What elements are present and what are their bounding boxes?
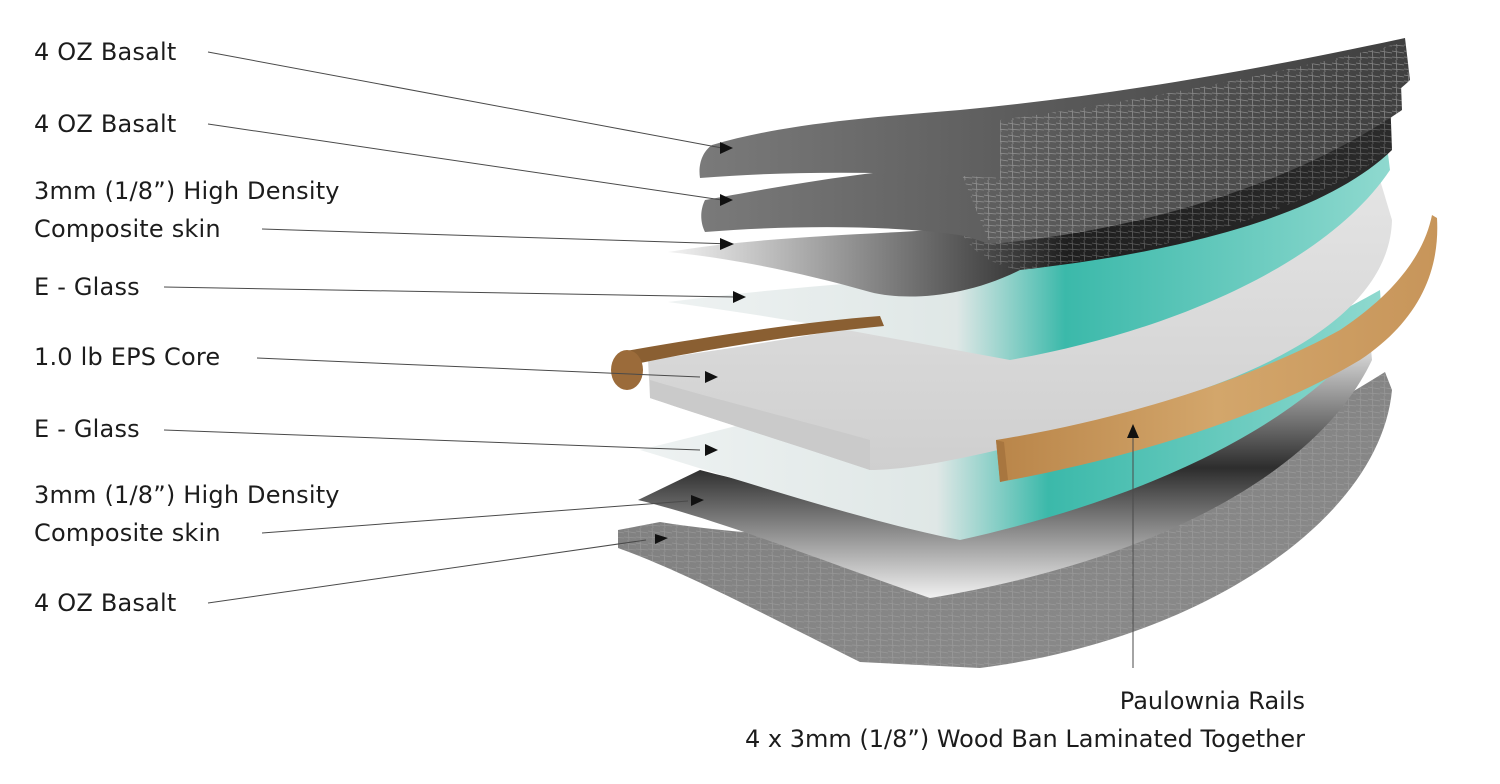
layer-eglass-top: [668, 130, 1390, 360]
layer-eglass-bottom: [640, 290, 1382, 540]
leader-skin-bottom: [261, 500, 689, 534]
leader-eglass-bottom: [163, 429, 701, 451]
arrow-icon: [705, 444, 718, 456]
arrow-icon: [705, 371, 718, 383]
leader-skin-top: [261, 228, 733, 245]
arrow-icon: [720, 142, 733, 154]
leader-basalt-top-2: [207, 123, 723, 201]
arrow-icon: [720, 194, 733, 206]
rail-left-segment: [620, 316, 884, 366]
rail-left-end: [611, 350, 643, 390]
label-basalt-top-2: 4 OZ Basalt: [34, 110, 177, 138]
label-basalt-bottom: 4 OZ Basalt: [34, 589, 177, 617]
label-eps-core: 1.0 lb EPS Core: [34, 343, 221, 371]
layer-skin-top: [668, 95, 1392, 297]
label-eglass-bottom: E - Glass: [34, 415, 140, 443]
label-basalt-top-1: 4 OZ Basalt: [34, 38, 177, 66]
arrow-icon: [720, 238, 734, 250]
leader-basalt-top-1: [207, 51, 723, 149]
layer-skin-bottom: [638, 338, 1372, 598]
arrow-icon: [1127, 424, 1139, 438]
leader-basalt-bottom: [207, 539, 647, 604]
leader-lines: [163, 51, 1134, 668]
label-eglass-top: E - Glass: [34, 273, 140, 301]
arrowheads: [655, 142, 1139, 544]
arrow-icon: [733, 291, 746, 303]
leader-eglass-top: [163, 286, 736, 298]
label-skin-bottom: 3mm (1/8”) High Density Composite skin: [34, 481, 340, 547]
rail-right-strip: [996, 215, 1438, 482]
label-skin-top: 3mm (1/8”) High Density Composite skin: [34, 177, 340, 243]
arrow-icon: [691, 495, 704, 506]
leader-eps-core: [256, 357, 701, 378]
arrow-icon: [655, 534, 668, 544]
label-rails: Paulownia Rails 4 x 3mm (1/8”) Wood Ban …: [745, 687, 1305, 753]
